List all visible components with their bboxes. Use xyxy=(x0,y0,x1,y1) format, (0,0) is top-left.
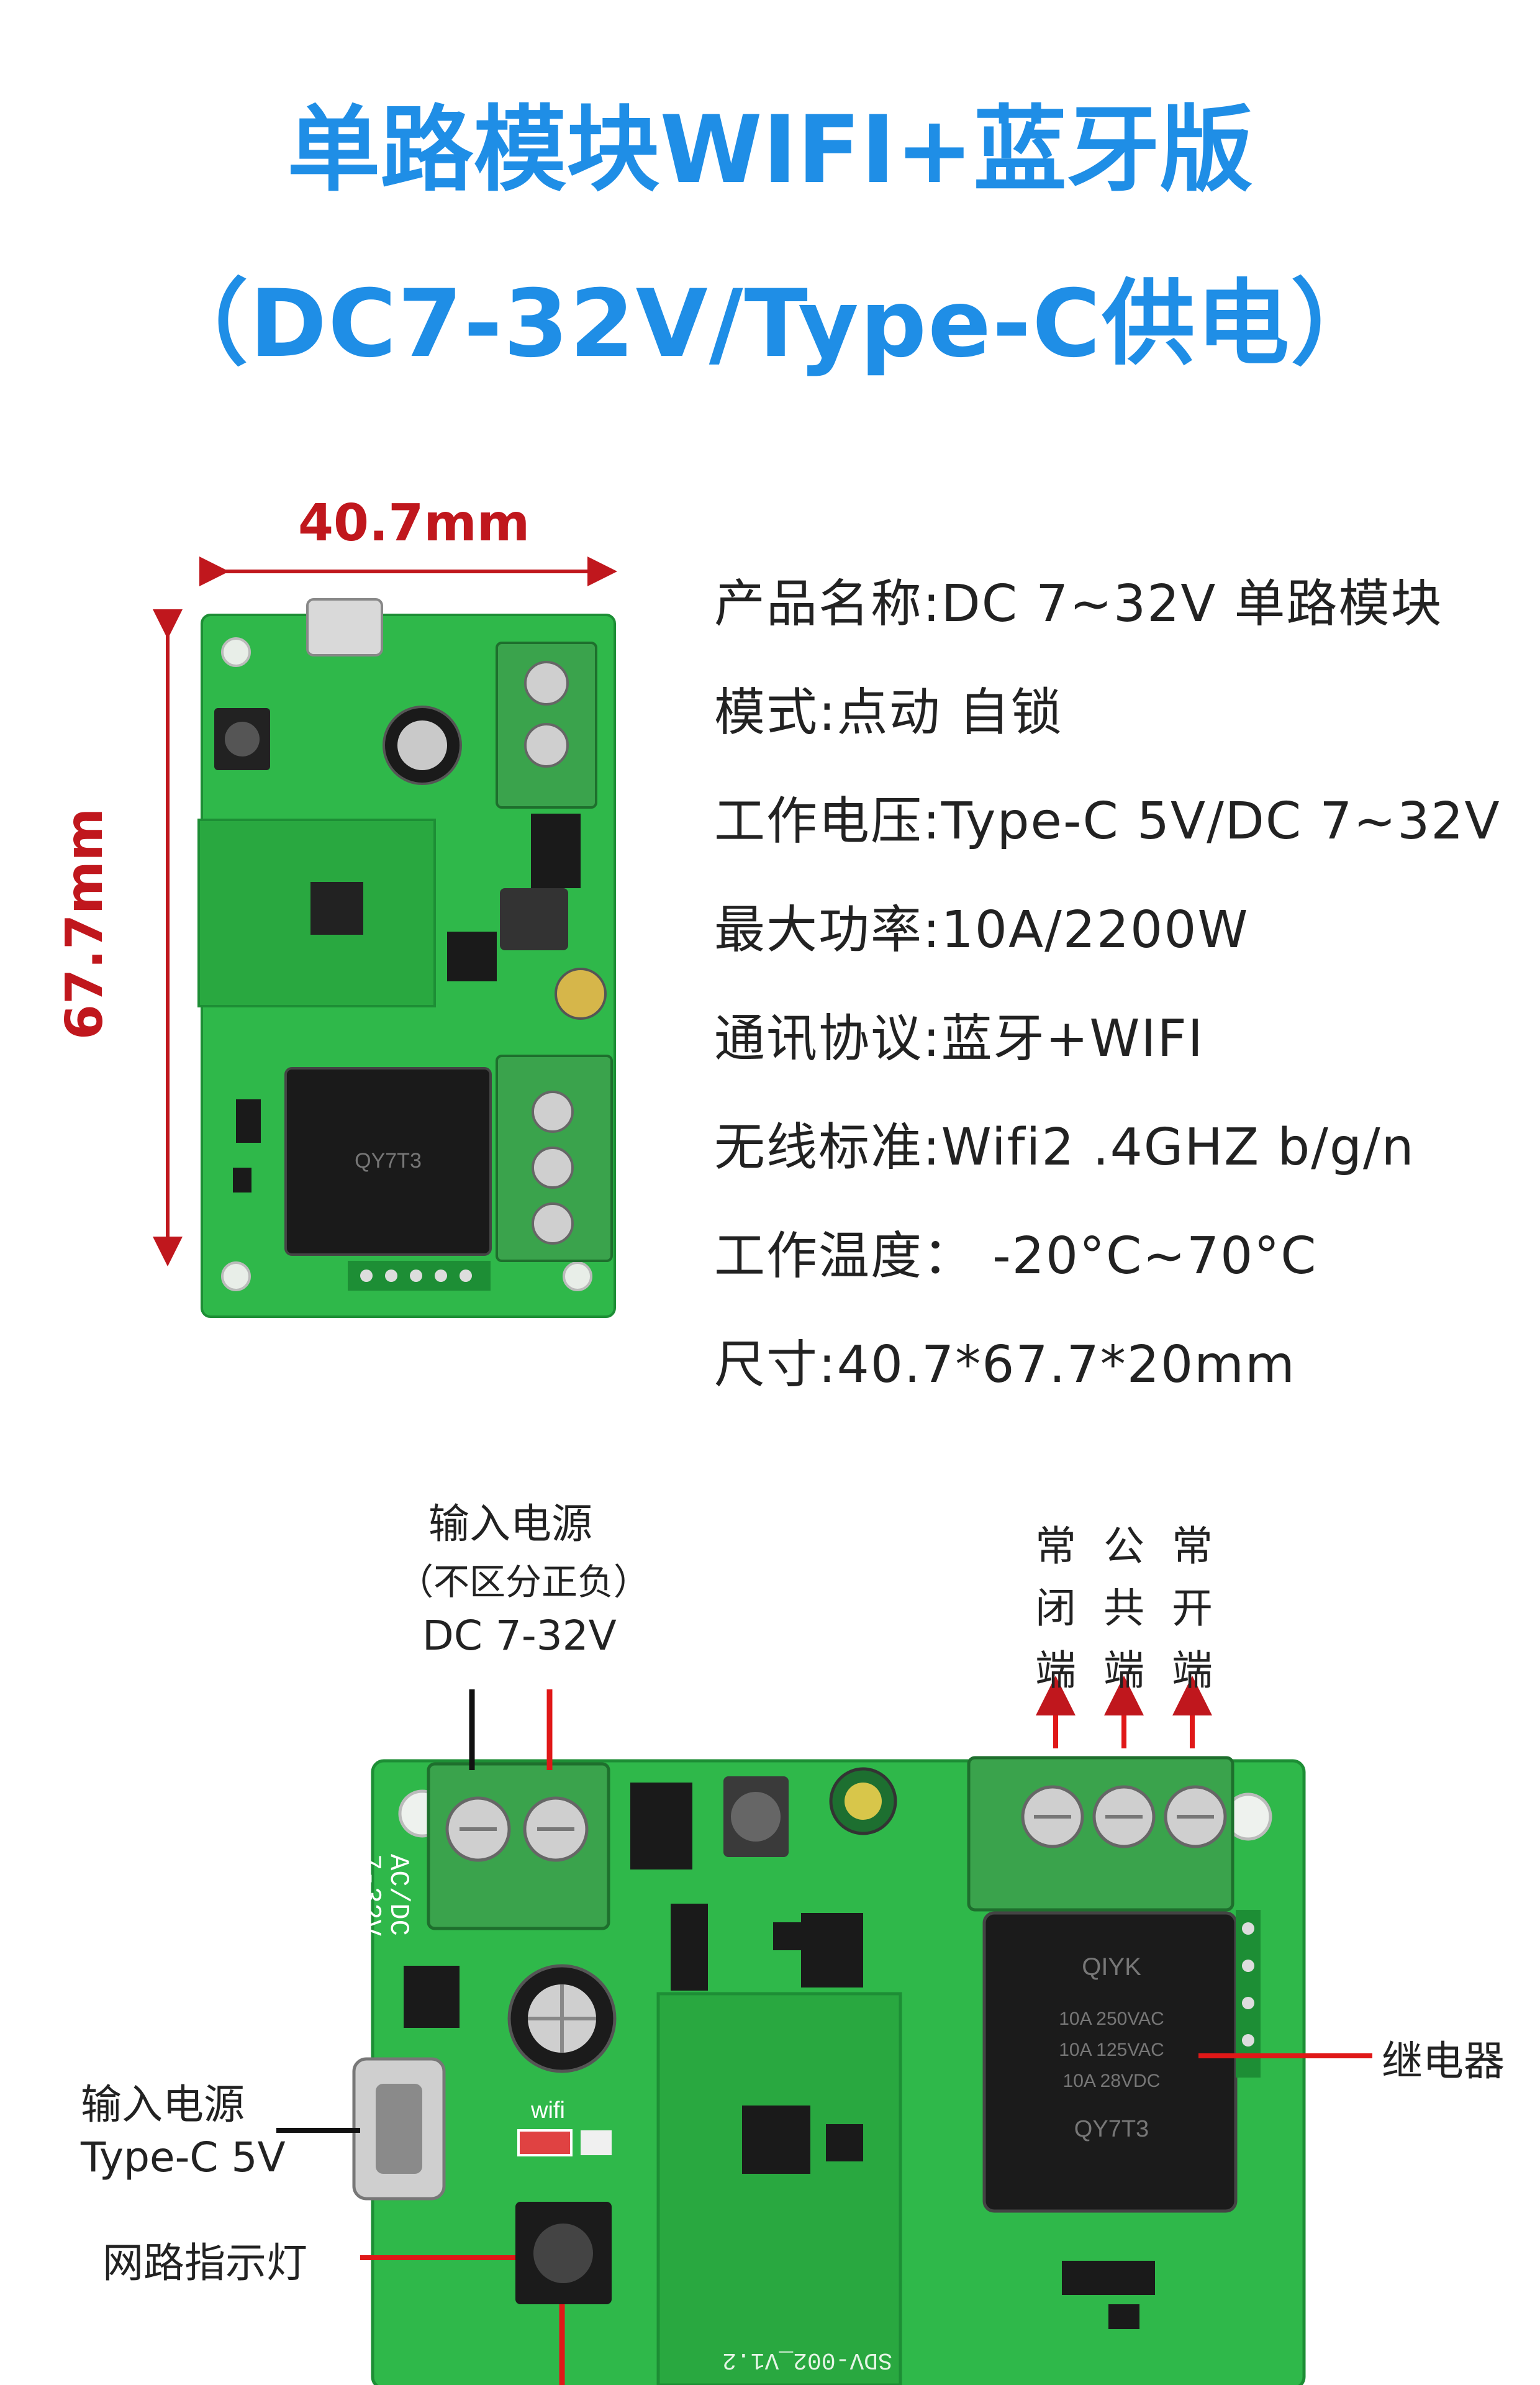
svg-text:QIYK: QIYK xyxy=(1082,1953,1141,1981)
typec-input-label: 输入电源 xyxy=(81,2081,245,2128)
svg-text:7-32V: 7-32V xyxy=(355,1854,386,1937)
no-terminal-label: 常 开 端 xyxy=(1172,1522,1213,1694)
spec-protocol: 通讯协议:蓝牙+WIFI xyxy=(714,1009,1204,1068)
page-subtitle: （DC7-32V/Type-C供电） xyxy=(155,270,1385,378)
svg-text:wifi: wifi xyxy=(530,2097,565,2124)
nc-terminal-label: 常 闭 端 xyxy=(1035,1522,1076,1694)
spec-wireless: 无线标准:Wifi2 .4GHZ b/g/n xyxy=(714,1118,1415,1177)
typec-input-voltage: Type-C 5V xyxy=(81,2133,286,2181)
spec-product-name: 产品名称:DC 7~32V 单路模块 xyxy=(714,575,1443,634)
wifi-led xyxy=(517,2129,573,2156)
page-title: 单路模块WIFI+蓝牙版 xyxy=(287,96,1253,204)
svg-text:10A 28VDC: 10A 28VDC xyxy=(1063,2071,1161,2091)
top-board-image: QY7T3 xyxy=(153,556,617,1318)
wifi-module xyxy=(656,1992,902,2385)
com-terminal-label: 公 共 端 xyxy=(1103,1522,1144,1694)
top-typec-socket xyxy=(306,598,383,656)
spec-mode: 模式:点动 自锁 xyxy=(714,683,1063,742)
svg-text:SDV-002_V1.2: SDV-002_V1.2 xyxy=(722,2346,892,2373)
spec-size: 尺寸:40.7*67.7*20mm xyxy=(714,1335,1296,1394)
bottom-board-image: AC/DC 7-32V wifi SDV-002_V1.2 xyxy=(276,1676,1372,2385)
spec-voltage: 工作电压:Type-C 5V/DC 7~32V xyxy=(714,792,1501,851)
width-dimension-label: 40.7mm xyxy=(298,494,530,553)
net-indicator-label: 网路指示灯 xyxy=(102,2239,307,2287)
svg-text:QY7T3: QY7T3 xyxy=(355,1149,422,1173)
svg-text:10A 250VAC: 10A 250VAC xyxy=(1059,2009,1164,2029)
svg-text:AC/DC: AC/DC xyxy=(383,1854,414,1936)
dc-input-voltage: DC 7-32V xyxy=(422,1612,617,1660)
svg-text:QY7T3: QY7T3 xyxy=(1074,2116,1149,2142)
top-relay xyxy=(284,1067,492,1256)
relay-label: 继电器 xyxy=(1382,2037,1505,2085)
svg-text:10A 125VAC: 10A 125VAC xyxy=(1059,2040,1164,2060)
spec-max-power: 最大功率:10A/2200W xyxy=(714,901,1249,960)
spec-temperature: 工作温度： -20°C~70°C xyxy=(714,1227,1318,1286)
dc-input-note: （不区分正负） xyxy=(397,1561,650,1603)
dc-input-label: 输入电源 xyxy=(428,1500,592,1548)
